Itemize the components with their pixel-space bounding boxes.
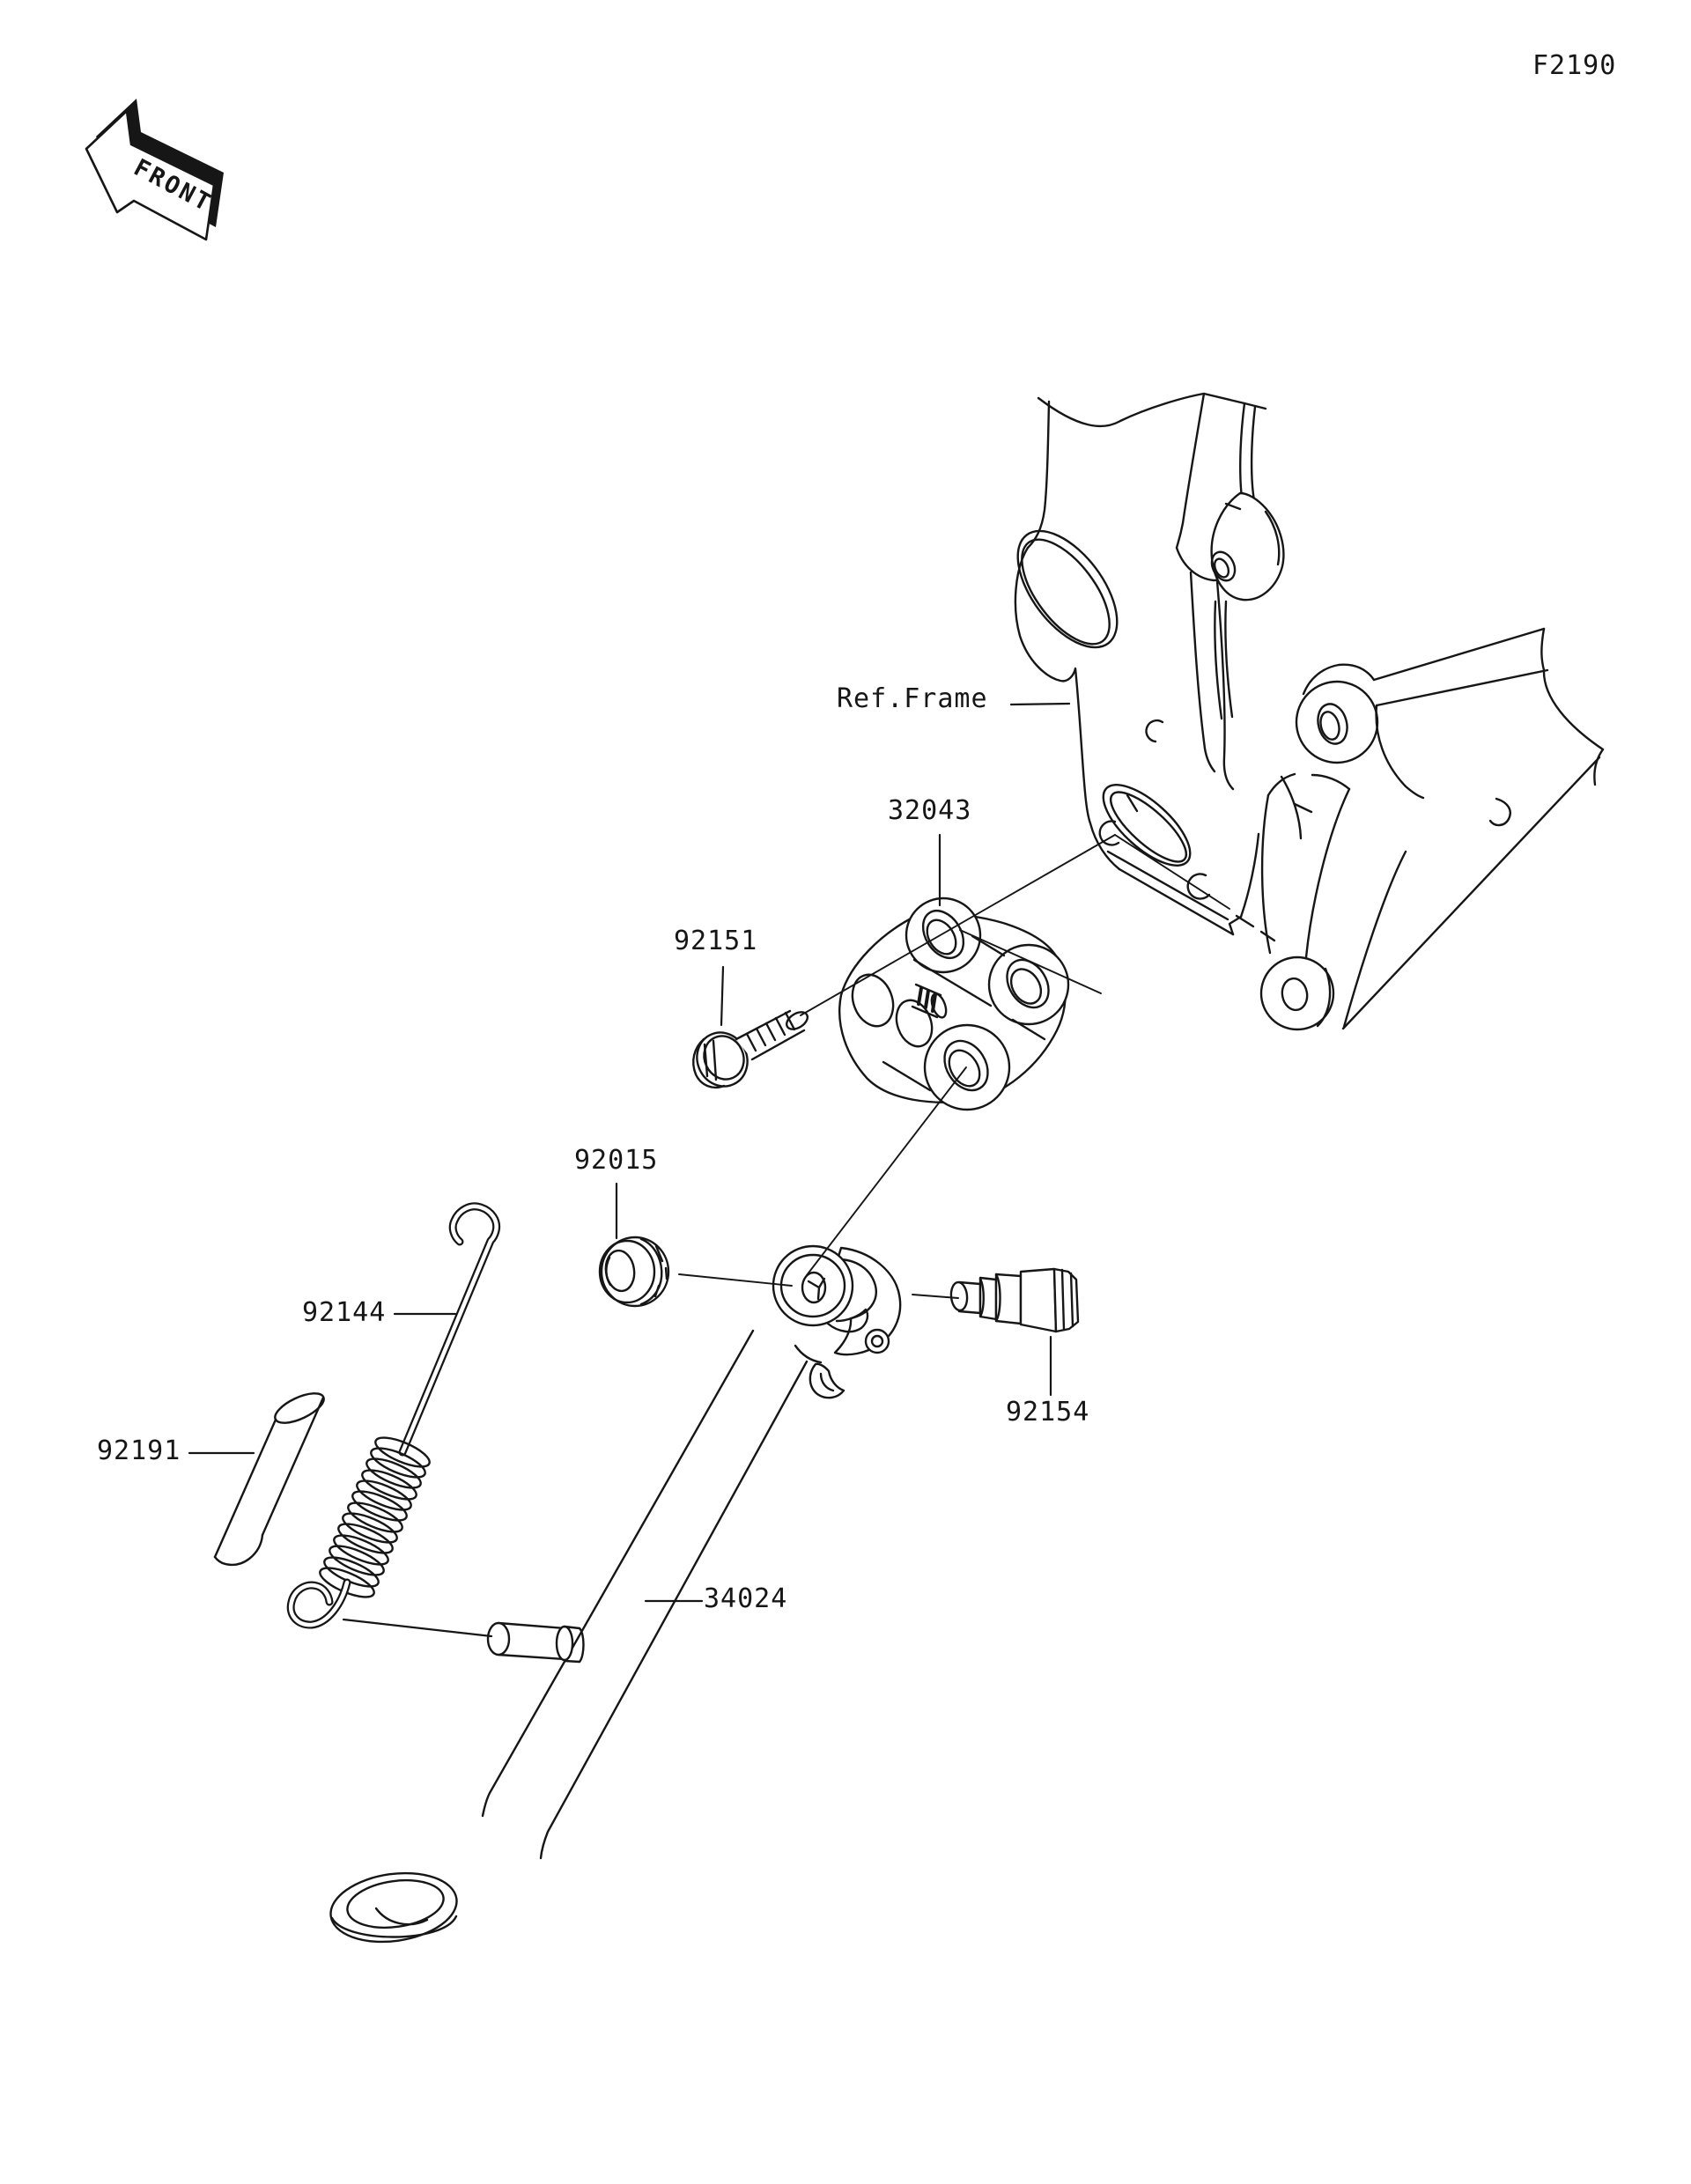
part-label-92144: 92144	[302, 1297, 387, 1328]
leader-lines	[189, 704, 1069, 1636]
construction-lines	[679, 835, 1229, 1298]
side-stand-34024	[326, 1246, 900, 1950]
part-label-92154: 92154	[1006, 1397, 1090, 1428]
frame-outline	[999, 394, 1603, 1029]
leader-92151	[721, 967, 723, 1025]
bracket-32043	[839, 898, 1068, 1110]
spring-92144	[291, 1206, 496, 1625]
stand-foot	[326, 1865, 461, 1949]
part-label-92191: 92191	[97, 1435, 181, 1466]
part-label-32043: 32043	[888, 795, 972, 826]
front-direction-arrow: FRONT	[86, 99, 224, 240]
figure-code: F2190	[1532, 50, 1617, 81]
spring-coil	[316, 1432, 432, 1603]
part-label-92015: 92015	[574, 1145, 659, 1176]
part-label-92151: 92151	[674, 926, 758, 956]
bolt-92151	[689, 1008, 811, 1095]
spring-pin	[488, 1623, 584, 1662]
leader-spring-to-pin	[343, 1620, 491, 1636]
ref-frame-label: Ref.Frame	[837, 683, 988, 714]
sleeve-92191	[215, 1387, 328, 1564]
part-label-34024: 34024	[704, 1583, 788, 1614]
leader-ref-frame	[1011, 704, 1069, 705]
nut-92015	[600, 1237, 668, 1306]
pivot-bolt-92154	[950, 1269, 1078, 1332]
